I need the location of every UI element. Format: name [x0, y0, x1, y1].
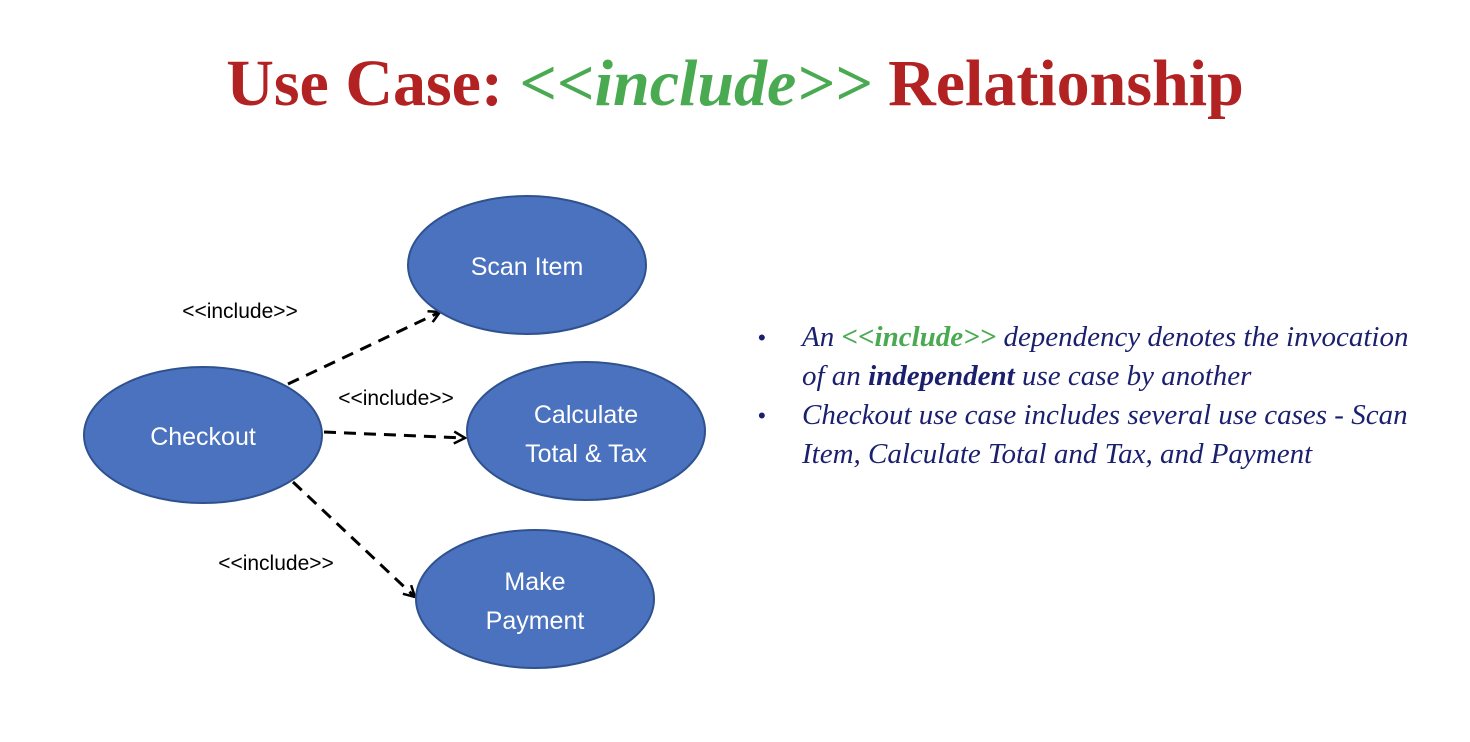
- note-1-keyword: <<include>>: [841, 321, 997, 353]
- use-case-payment-label-line2: Payment: [486, 607, 585, 635]
- note-item-checkout-includes: • Checkout use case includes several use…: [758, 396, 1438, 474]
- include-label-calculate: <<include>>: [338, 387, 454, 410]
- note-1-part3: use case by another: [1014, 360, 1252, 392]
- note-1-emphasis: independent: [868, 360, 1015, 392]
- use-case-calculate-label-line2: Total & Tax: [525, 440, 647, 468]
- use-case-calculate-total-tax: Calculate Total & Tax: [466, 361, 706, 501]
- use-case-payment-label-line1: Make: [504, 568, 565, 596]
- use-case-checkout: Checkout: [83, 366, 323, 504]
- note-1-part2: dependency denotes the invocation of an: [802, 321, 1409, 392]
- slide-title: Use Case: <<include>> Relationship: [0, 44, 1470, 124]
- include-label-scan-item: <<include>>: [182, 300, 298, 323]
- note-1-part1: An: [802, 321, 842, 353]
- use-case-make-payment: Make Payment: [415, 529, 655, 669]
- notes-list: • An <<include>> dependency denotes the …: [758, 318, 1438, 474]
- note-item-include-definition: • An <<include>> dependency denotes the …: [758, 318, 1438, 396]
- use-case-scan-item-label: Scan Item: [471, 253, 584, 281]
- bullet: •: [758, 325, 766, 350]
- include-arrow-payment: [291, 480, 415, 597]
- use-case-calculate-label-line1: Calculate: [534, 401, 638, 429]
- use-case-checkout-label: Checkout: [150, 423, 256, 451]
- include-label-payment: <<include>>: [218, 552, 334, 575]
- include-arrow-scan-item: [287, 312, 440, 386]
- title-keyword: <<include>>: [519, 47, 872, 120]
- use-case-scan-item: Scan Item: [407, 195, 647, 335]
- title-suffix: Relationship: [871, 47, 1244, 120]
- bullet: •: [758, 403, 766, 428]
- include-arrow-calculate: [323, 432, 465, 438]
- title-prefix: Use Case:: [226, 47, 520, 120]
- note-2-text: Checkout use case includes several use c…: [802, 399, 1408, 470]
